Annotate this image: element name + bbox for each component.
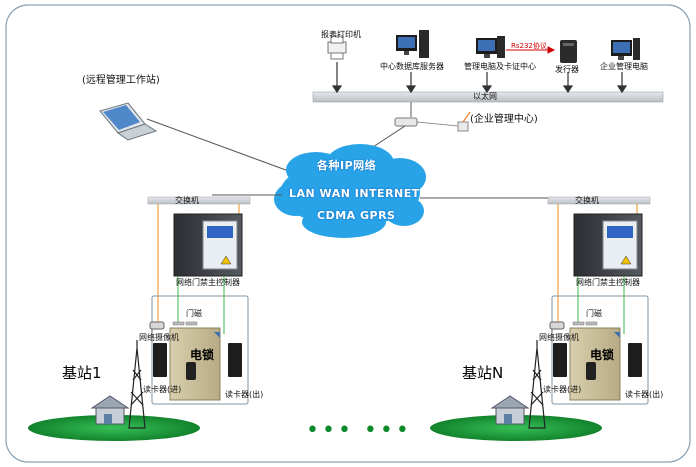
tower-icon-2 (528, 340, 546, 429)
electric-lock-icon-2 (569, 327, 621, 401)
laptop-icon (99, 102, 158, 141)
camera-label-2: 网络摄像机 (539, 333, 579, 342)
camera-icon-1 (149, 321, 165, 334)
door-frame-2 (551, 295, 649, 405)
door-sensor-label-1: 门磁 (186, 309, 202, 318)
reader-in-icon-1 (153, 343, 167, 377)
reader-out-icon-1 (228, 343, 242, 377)
ground-2 (430, 415, 602, 441)
door-sensor-icon-1 (172, 321, 198, 326)
switch-label-2: 交换机 (575, 196, 599, 205)
ellipsis-dots: ••• ••• (306, 418, 412, 443)
base-station-house-icon-2 (490, 395, 530, 425)
ethernet-bus (312, 91, 664, 103)
enterprise-pc-label: 企业管理电脑 (600, 62, 648, 71)
ethernet-label: 以太网 (473, 92, 497, 101)
management-pc-icon (476, 36, 505, 58)
camera-icon-2 (549, 321, 565, 334)
switch-bar-1 (147, 196, 251, 205)
controller-label-2: 网络门禁主控制器 (576, 278, 640, 287)
electric-lock-icon-1 (169, 327, 221, 401)
site-name-2: 基站N (462, 364, 504, 382)
printer-icon (327, 35, 347, 60)
switch-label-1: 交换机 (175, 196, 199, 205)
issuer-icon (560, 40, 577, 63)
reader-out-label-1: 读卡器(出) (225, 390, 264, 399)
camera-label-1: 网络摄像机 (139, 333, 179, 342)
rs232-arrow (506, 46, 556, 54)
cloud-line-3: CDMA GPRS (317, 209, 396, 222)
ip-cloud-icon (274, 144, 426, 238)
door-sensor-label-2: 门磁 (586, 309, 602, 318)
tower-icon-1 (128, 340, 146, 429)
db-server-label: 中心数据库服务器 (380, 62, 444, 71)
database-server-icon (396, 30, 429, 58)
ground-1 (28, 415, 200, 441)
base-station-house-icon-1 (90, 395, 130, 425)
remote-station-label: (远程管理工作站) (82, 75, 160, 86)
switch-bar-2 (547, 196, 651, 205)
door-frame-1 (151, 295, 249, 405)
mgmt-pc-label: 管理电脑及卡证中心 (464, 62, 536, 71)
reader-in-icon-2 (553, 343, 567, 377)
enterprise-pc-icon (611, 38, 640, 60)
reader-in-label-1: 读卡器(进) (143, 385, 182, 394)
printer-label: 报表打印机 (321, 30, 361, 39)
site-name-1: 基站1 (62, 364, 102, 382)
center-label: (企业管理中心) (470, 114, 538, 125)
hub-icon (416, 111, 471, 132)
issuer-label: 发行器 (555, 65, 579, 74)
lock-label-1: 电锁 (190, 348, 215, 362)
reader-in-label-2: 读卡器(进) (543, 385, 582, 394)
controller-cabinet-1 (173, 213, 243, 277)
door-sensor-icon-2 (572, 321, 598, 326)
lock-label-2: 电锁 (590, 348, 615, 362)
reader-out-label-2: 读卡器(出) (625, 390, 664, 399)
reader-out-icon-2 (628, 343, 642, 377)
bus-connectors (331, 62, 628, 94)
laptop-link (146, 118, 295, 174)
cloud-line-2: LAN WAN INTERNET (289, 187, 420, 200)
controller-label-1: 网络门禁主控制器 (176, 278, 240, 287)
controller-cabinet-2 (573, 213, 643, 277)
rs232-label: Rs232协议 (511, 42, 547, 50)
outer-frame (5, 4, 691, 463)
cloud-line-1: 各种IP网络 (317, 159, 377, 172)
